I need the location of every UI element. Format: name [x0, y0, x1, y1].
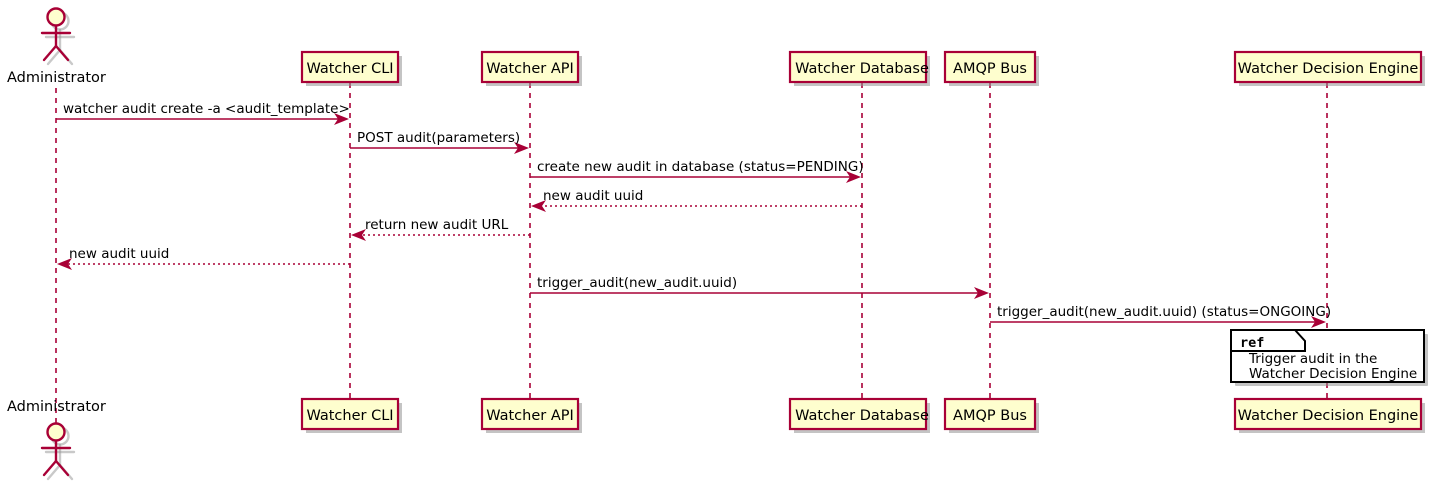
participant-watcher-cli-bottom[interactable]: Watcher CLI — [300, 397, 402, 433]
message-label: watcher audit create -a <audit_template> — [63, 101, 350, 117]
message-create-new-audit[interactable]: create new audit in database (status=PEN… — [530, 159, 864, 183]
participant-amqp-bus-bottom[interactable]: AMQP Bus — [943, 397, 1039, 433]
message-post-audit[interactable]: POST audit(parameters) — [350, 130, 529, 154]
ref-tab — [1230, 329, 1306, 352]
arrowhead-right — [974, 287, 989, 299]
participants-bottom-group: Administrator Watcher CLI — [7, 397, 1425, 481]
message-label: new audit uuid — [543, 188, 643, 204]
message-new-audit-uuid-db[interactable]: new audit uuid — [531, 188, 862, 212]
message-label: return new audit URL — [365, 217, 509, 233]
participant-watcher-database-top[interactable]: Watcher Database — [788, 50, 930, 86]
message-return-new-audit-url[interactable]: return new audit URL — [351, 217, 530, 241]
message-new-audit-uuid-cli[interactable]: new audit uuid — [57, 246, 350, 270]
actor-administrator-bottom[interactable]: Administrator — [7, 399, 106, 481]
actor-label: Administrator — [7, 399, 106, 415]
participant-label: Watcher Database — [795, 61, 929, 77]
message-trigger-audit-ongoing[interactable]: trigger_audit(new_audit.uuid) (status=ON… — [990, 304, 1331, 328]
arrowhead-left — [57, 258, 72, 270]
participant-box — [788, 397, 928, 431]
ref-body-line-1: Trigger audit in the — [1248, 351, 1377, 367]
participant-watcher-api-top[interactable]: Watcher API — [480, 50, 582, 86]
participant-box — [300, 50, 400, 84]
lifelines-group — [55, 83, 1328, 424]
participant-watcher-cli-top[interactable]: Watcher CLI — [300, 50, 402, 86]
participant-label: Watcher Decision Engine — [1238, 61, 1419, 77]
participant-label: Watcher CLI — [306, 408, 393, 424]
ref-tab-label: ref — [1240, 335, 1264, 351]
participant-label: Watcher CLI — [306, 61, 393, 77]
participant-watcher-decision-engine-bottom[interactable]: Watcher Decision Engine — [1233, 397, 1425, 433]
participants-top-group: Administrator Watcher CLI Watcher API Wa… — [7, 7, 1425, 87]
actor-administrator-top[interactable]: Administrator — [7, 7, 106, 87]
actor-leg-right-icon — [54, 44, 70, 62]
arrowhead-left — [351, 229, 366, 241]
participant-box — [1233, 50, 1423, 84]
messages-group: watcher audit create -a <audit_template>… — [56, 101, 1331, 328]
ref-body-line-2: Watcher Decision Engine — [1249, 366, 1417, 382]
participant-box — [943, 397, 1037, 431]
arrowhead-right — [846, 171, 861, 183]
actor-head-icon — [46, 422, 66, 442]
participant-box — [1233, 397, 1423, 431]
arrowhead-left — [531, 200, 546, 212]
participant-label: AMQP Bus — [953, 61, 1027, 77]
arrowhead-right — [1311, 316, 1326, 328]
participant-label: Watcher Decision Engine — [1238, 408, 1419, 424]
participant-box — [480, 397, 580, 431]
participant-box — [300, 397, 400, 431]
participant-box — [480, 50, 580, 84]
message-watcher-audit-create[interactable]: watcher audit create -a <audit_template> — [56, 101, 350, 125]
actor-leg-left-icon — [42, 459, 58, 477]
message-label: create new audit in database (status=PEN… — [537, 159, 864, 175]
participant-label: Watcher Database — [795, 408, 929, 424]
participant-watcher-decision-engine-top[interactable]: Watcher Decision Engine — [1233, 50, 1425, 86]
participant-watcher-api-bottom[interactable]: Watcher API — [480, 397, 582, 433]
participant-watcher-database-bottom[interactable]: Watcher Database — [788, 397, 930, 433]
participant-box — [943, 50, 1037, 84]
message-label: POST audit(parameters) — [357, 130, 520, 146]
message-label: new audit uuid — [69, 246, 169, 262]
participant-label: Watcher API — [486, 408, 574, 424]
participant-box — [788, 50, 928, 84]
actor-head-icon — [46, 7, 66, 27]
arrowhead-right — [514, 142, 529, 154]
arrowhead-right — [334, 113, 349, 125]
actor-leg-right-icon — [54, 459, 70, 477]
participant-label: AMQP Bus — [953, 408, 1027, 424]
participant-label: Watcher API — [486, 61, 574, 77]
ref-fragment[interactable]: ref Trigger audit in the Watcher Decisio… — [1230, 329, 1428, 386]
participant-amqp-bus-top[interactable]: AMQP Bus — [943, 50, 1039, 86]
actor-label: Administrator — [7, 70, 106, 86]
message-trigger-audit[interactable]: trigger_audit(new_audit.uuid) — [530, 275, 989, 299]
message-label: trigger_audit(new_audit.uuid) (status=ON… — [997, 304, 1331, 320]
message-label: trigger_audit(new_audit.uuid) — [537, 275, 737, 291]
actor-leg-left-icon — [42, 44, 58, 62]
